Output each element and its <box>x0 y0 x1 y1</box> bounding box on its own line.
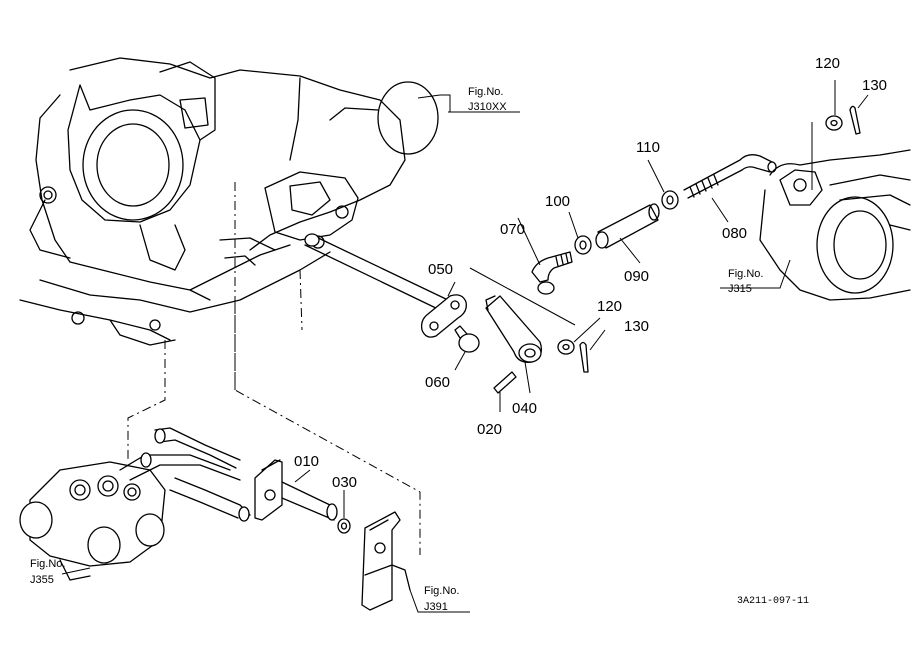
part-040-arm <box>485 295 543 363</box>
fig-ref-j355-number: J355 <box>30 574 54 586</box>
part-080-rod <box>683 154 777 199</box>
part-090-turnbuckle <box>595 203 660 249</box>
label-120-mid: 120 <box>597 298 622 315</box>
label-020: 020 <box>477 421 502 438</box>
label-050: 050 <box>428 261 453 278</box>
part-120-washer-top <box>825 115 843 131</box>
label-040: 040 <box>512 400 537 417</box>
part-010-lever-shaft <box>254 459 351 534</box>
label-030: 030 <box>332 474 357 491</box>
drawing-code: 3A211-097-11 <box>737 596 809 607</box>
label-120-top: 120 <box>815 55 840 72</box>
fig-ref-j391-label: Fig.No. <box>424 585 459 597</box>
part-100-nut <box>574 235 592 255</box>
part-130-cotter-pin-mid <box>579 341 589 373</box>
part-050-plate <box>420 294 467 338</box>
label-010: 010 <box>294 453 319 470</box>
label-130-top: 130 <box>862 77 887 94</box>
part-060-bolt <box>454 325 480 353</box>
fig-ref-j355-label: Fig.No. <box>30 558 65 570</box>
part-120-washer-mid <box>557 339 575 355</box>
label-100: 100 <box>545 193 570 210</box>
label-080: 080 <box>722 225 747 242</box>
center-lines <box>127 122 813 555</box>
connecting-rod <box>304 233 449 311</box>
label-090: 090 <box>624 268 649 285</box>
label-110: 110 <box>636 139 660 156</box>
fig-ref-j315-number: J315 <box>728 283 752 295</box>
label-060: 060 <box>425 374 450 391</box>
figure-references: Fig.No. J310XX Fig.No. J315 Fig.No. J355… <box>30 86 763 613</box>
leader-lines <box>61 80 869 613</box>
label-130-mid: 130 <box>624 318 649 335</box>
fig-ref-j391-number: J391 <box>424 601 448 613</box>
lever-bracket <box>361 511 411 611</box>
label-070: 070 <box>500 221 525 238</box>
fig-ref-j315-label: Fig.No. <box>728 268 763 280</box>
fig-ref-j310xx-number: J310XX <box>468 101 507 113</box>
part-020-pin <box>493 371 517 394</box>
right-housing <box>759 149 911 301</box>
part-130-cotter-pin-top <box>849 105 861 135</box>
part-110-nut <box>661 190 679 210</box>
part-070-elbow-bolt <box>531 251 573 295</box>
engine-housing <box>19 57 439 346</box>
hydraulic-valve <box>19 427 251 581</box>
fig-ref-j310xx-label: Fig.No. <box>468 86 503 98</box>
part-labels: 010 020 030 040 050 060 070 080 090 100 … <box>294 55 887 491</box>
